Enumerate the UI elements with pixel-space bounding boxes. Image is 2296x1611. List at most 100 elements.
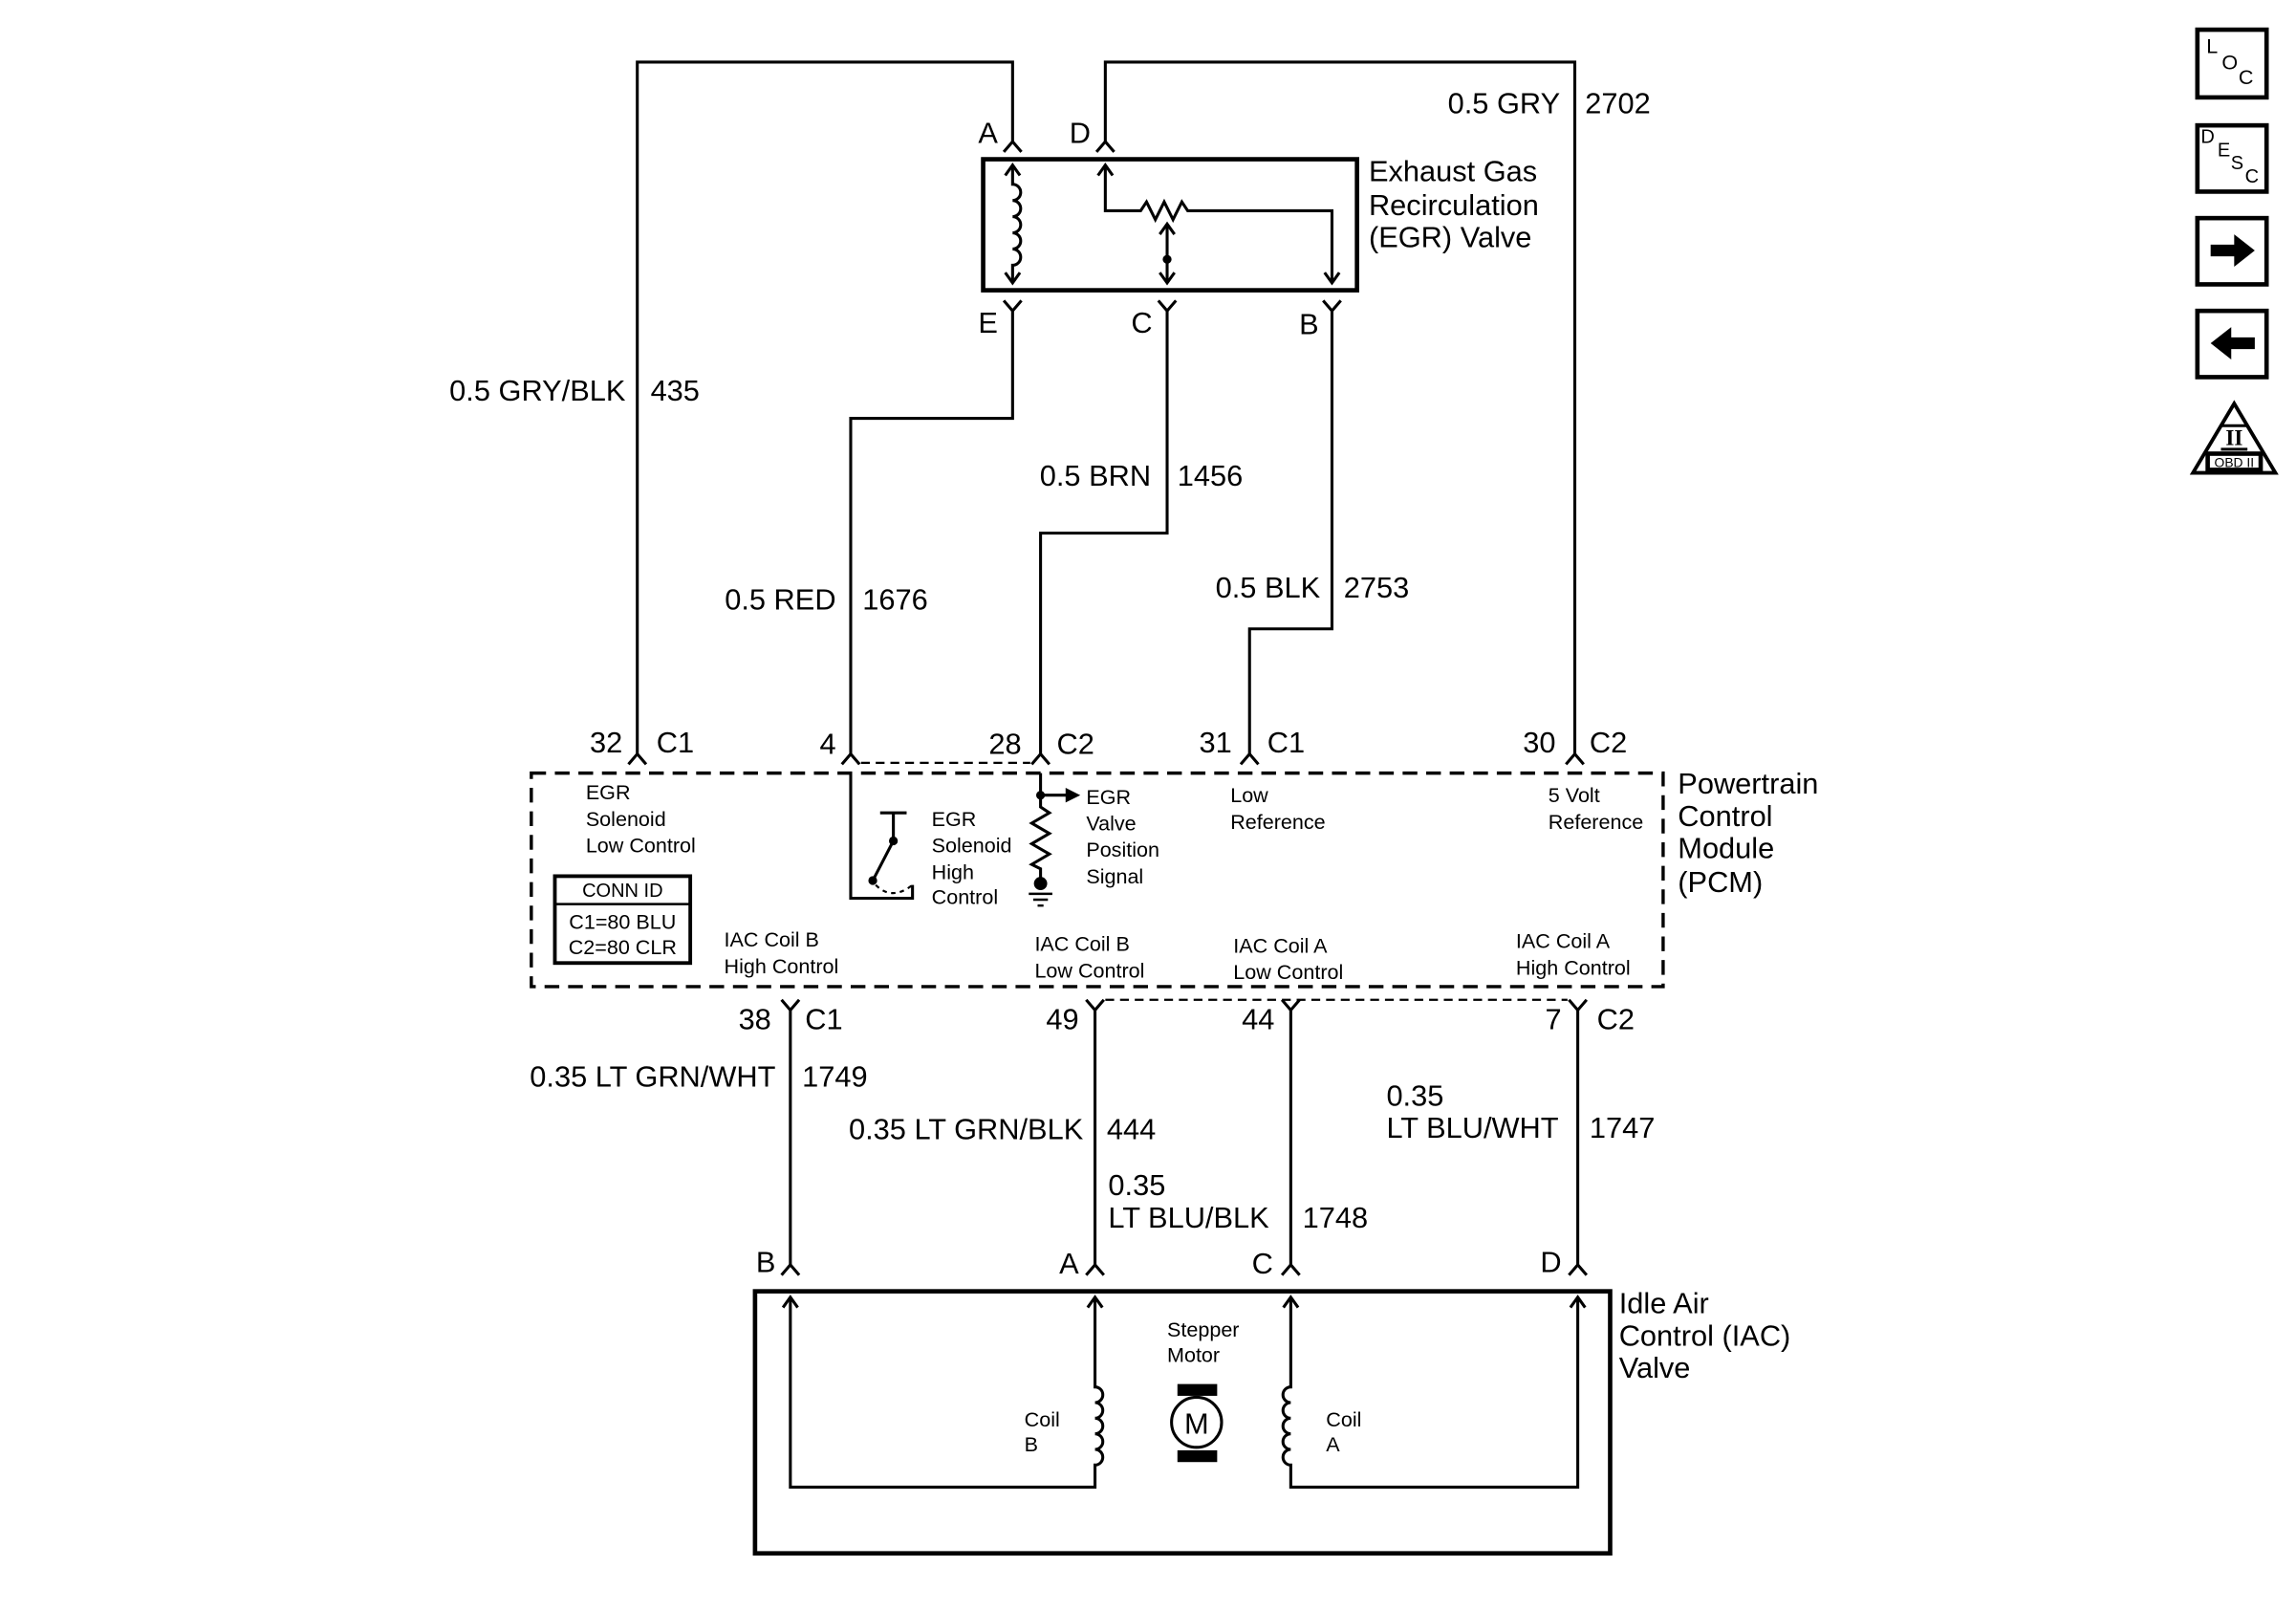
wire-2753-circuit: 2753 xyxy=(1344,571,1409,604)
connector-terminals xyxy=(627,139,1589,1276)
iac-valve-label-line1: Idle Air xyxy=(1619,1286,1709,1319)
iac-valve: M Stepper Motor Coil B Coil A Idle Air C… xyxy=(752,1245,1791,1556)
wire-2753-label: 0.5 BLK xyxy=(1216,571,1321,604)
egr-solenoid-coil xyxy=(1010,164,1023,283)
iac-valve-housing xyxy=(752,1289,1613,1556)
pcm-pin-31-desc-line1: Low xyxy=(1230,783,1268,807)
iac-pin-a-label: A xyxy=(1059,1247,1079,1280)
switch-contact-dot-bottom xyxy=(868,876,877,885)
conn-id-row-c1: C1=80 BLU xyxy=(569,910,676,934)
egr-pin-c-label: C xyxy=(1131,306,1152,339)
pcm-pin-28-number: 28 xyxy=(988,727,1021,760)
wire-444-circuit: 444 xyxy=(1107,1113,1156,1146)
ground-icon xyxy=(1029,892,1052,907)
pcm-pin-32-number: 32 xyxy=(590,726,622,759)
pcm-pin-30-number: 30 xyxy=(1523,726,1555,759)
next-button[interactable] xyxy=(2195,215,2269,287)
wires xyxy=(636,60,1580,1265)
egr-solenoid-high-side-switch xyxy=(849,773,915,901)
stepper-motor-label-line2: Motor xyxy=(1167,1342,1220,1366)
pcm-pin-32-desc-line3: Low Control xyxy=(586,834,696,858)
iac-terminal-d xyxy=(1568,1262,1589,1276)
pcm-pin-7-desc-line1: IAC Coil A xyxy=(1516,929,1611,953)
iac-terminal-b xyxy=(780,1262,801,1276)
conn-id-border xyxy=(552,874,693,966)
obd-ii-button[interactable]: II OBD II xyxy=(2189,400,2279,475)
pcm-pin-4-desc-line1: EGR xyxy=(932,807,977,831)
pull-down-resistor xyxy=(1029,773,1052,884)
wire-1676 xyxy=(849,311,1014,754)
desc-button[interactable]: D E S C xyxy=(2195,122,2269,194)
pcm-terminal-30 xyxy=(1565,751,1585,766)
stepper-motor-icon: M xyxy=(1170,1383,1224,1463)
previous-button[interactable] xyxy=(2195,308,2269,380)
conn-id-title: CONN ID xyxy=(582,881,662,902)
egr-valve-housing xyxy=(981,157,1359,293)
pcm-pin-44-number: 44 xyxy=(1242,1002,1274,1035)
pcm-pin-4-desc-line4: Control xyxy=(932,884,998,908)
pcm-pin-31-number: 31 xyxy=(1200,726,1232,759)
wire-1747-gauge: 0.35 xyxy=(1386,1078,1443,1112)
obd-ii-caption-box xyxy=(2205,451,2264,472)
desc-letter-c: C xyxy=(2245,166,2259,187)
pcm-pin-30-connector: C2 xyxy=(1590,726,1627,759)
pcm: Powertrain Control Module (PCM) 32 C1 4 … xyxy=(530,726,1818,1035)
iac-arrow-b xyxy=(781,1295,799,1309)
egr-position-signal-input xyxy=(1029,773,1081,907)
egr-terminal-a xyxy=(1002,139,1023,153)
stepper-motor-label-line1: Stepper xyxy=(1167,1317,1239,1341)
egr-terminal-e xyxy=(1002,299,1023,314)
egr-valve-label-line2: Recirculation xyxy=(1369,188,1539,222)
wire-1748-gauge: 0.35 xyxy=(1108,1168,1165,1202)
pcm-terminal-28 xyxy=(1030,751,1051,766)
pcm-label-line2: Control xyxy=(1678,799,1772,833)
wire-1747-color: LT BLU/WHT xyxy=(1386,1111,1558,1144)
loc-button[interactable]: L O C xyxy=(2195,27,2269,100)
motor-bar-bottom xyxy=(1177,1449,1218,1463)
egr-pin-b-label: B xyxy=(1299,308,1319,341)
pcm-terminal-4 xyxy=(840,751,861,766)
conn-id-table: CONN ID C1=80 BLU C2=80 CLR xyxy=(552,874,693,966)
coil-b-label-line2: B xyxy=(1025,1432,1038,1456)
pcm-pin-4-desc-line3: High xyxy=(932,860,974,883)
right-arrow-icon xyxy=(2210,234,2255,267)
coil-a-label-line1: Coil xyxy=(1326,1407,1361,1431)
wire-1456-circuit: 1456 xyxy=(1178,459,1243,492)
wire-2702-circuit: 2702 xyxy=(1585,87,1650,120)
wire-1456 xyxy=(1039,311,1169,754)
pcm-pin-4-number: 4 xyxy=(819,727,835,760)
iac-pin-c-label: C xyxy=(1252,1247,1273,1280)
wire-2702 xyxy=(1103,60,1577,754)
iac-coil-b-circuit xyxy=(789,1296,1105,1489)
obd-ii-numeral: II xyxy=(2225,425,2242,450)
wire-435 xyxy=(636,60,1014,754)
loc-letter-o: O xyxy=(2221,50,2238,74)
iac-valve-label-line2: Control (IAC) xyxy=(1619,1318,1791,1352)
pcm-pin-4-desc-line2: Solenoid xyxy=(932,834,1012,858)
pcm-pin-38-number: 38 xyxy=(739,1002,771,1035)
wire-2702-label: 0.5 GRY xyxy=(1448,87,1561,120)
wire-1747-circuit: 1747 xyxy=(1590,1111,1655,1144)
egr-wiper-arrow-up xyxy=(1159,221,1176,235)
wire-labels: 0.5 GRY/BLK 435 0.5 GRY 2702 0.5 RED 167… xyxy=(449,87,1655,1235)
pcm-pin-31-connector: C1 xyxy=(1267,726,1305,759)
iac-terminal-a xyxy=(1085,1262,1105,1276)
iac-terminal-c xyxy=(1280,1262,1301,1276)
switch-blade xyxy=(871,811,907,882)
wire-1748-circuit: 1748 xyxy=(1303,1201,1368,1234)
egr-wiper-arrow-down xyxy=(1159,272,1176,286)
pcm-terminal-38 xyxy=(780,998,801,1012)
coil-b-label-line1: Coil xyxy=(1025,1407,1060,1431)
switch-contact-dot-top xyxy=(889,836,899,846)
pcm-pin-44-desc-line2: Low Control xyxy=(1233,960,1343,984)
pcm-pin-28-connector: C2 xyxy=(1057,727,1094,760)
desc-letter-d: D xyxy=(2200,126,2214,147)
left-arrow-icon xyxy=(2210,327,2255,359)
wire-1456-label: 0.5 BRN xyxy=(1040,459,1151,492)
loc-letter-c: C xyxy=(2239,65,2254,89)
pcm-pin-49-desc-line2: Low Control xyxy=(1034,958,1144,982)
egr-sensor-arrow-d xyxy=(1096,163,1115,177)
switch-circuit-line xyxy=(849,773,915,901)
pcm-terminal-44 xyxy=(1280,998,1301,1012)
pcm-terminal-32 xyxy=(627,751,648,766)
